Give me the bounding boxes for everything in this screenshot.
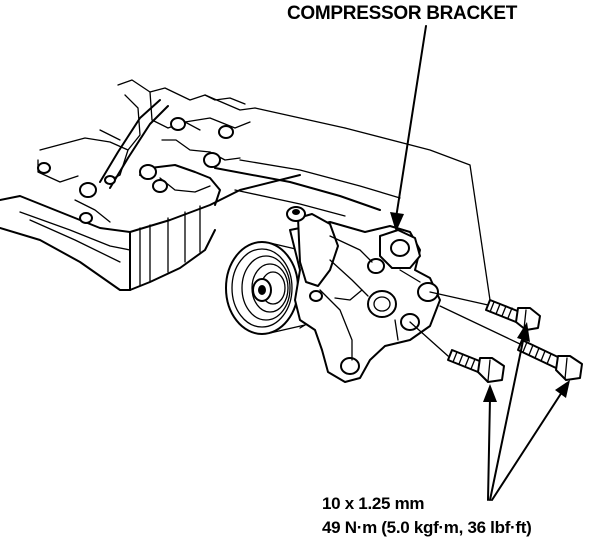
bolt-leader-arrows — [483, 322, 570, 501]
compressor-pulley — [225, 241, 319, 335]
mounting-bolt-upper — [485, 299, 541, 331]
bolt-size-spec: 10 x 1.25 mm — [322, 494, 425, 513]
engine-bolts — [37, 117, 234, 224]
alignment-lines — [344, 127, 521, 357]
mounting-bolt-middle — [517, 339, 583, 381]
engine-block — [0, 79, 401, 291]
mounting-bolt-lower — [447, 349, 505, 383]
bolt-torque-spec: 49 N·m (5.0 kgf·m, 36 lbf·ft) — [322, 518, 532, 537]
bracket-leader-arrow — [390, 25, 427, 232]
compressor-bracket-label: COMPRESSOR BRACKET — [287, 3, 518, 24]
compressor-bracket — [286, 206, 441, 383]
